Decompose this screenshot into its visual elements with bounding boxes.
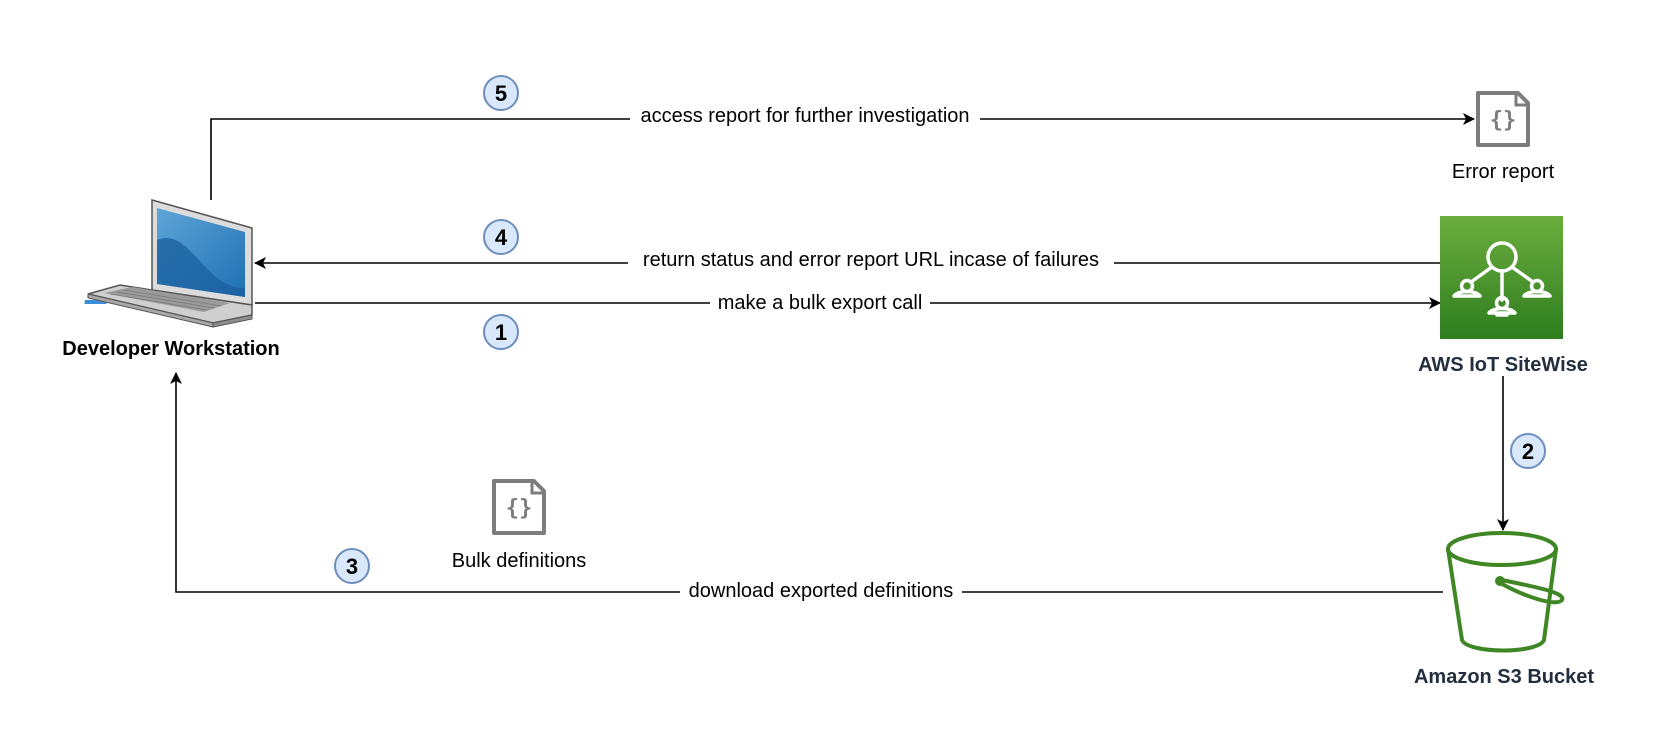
json-document-icon: {} xyxy=(492,479,546,535)
svg-text:{}: {} xyxy=(506,496,533,521)
error-report-node: {} Error report xyxy=(1452,91,1555,183)
edge-1-label: make a bulk export call xyxy=(718,292,923,314)
developer-workstation-label: Developer Workstation xyxy=(62,338,279,360)
bulk-definitions-label: Bulk definitions xyxy=(452,550,587,572)
edge-4: return status and error report URL incas… xyxy=(254,247,1440,273)
step-2-number: 2 xyxy=(1522,439,1534,464)
edge-1: make a bulk export call xyxy=(255,289,1441,315)
step-1-number: 1 xyxy=(495,320,507,345)
edge-5: access report for further investigation xyxy=(210,102,1475,200)
step-4-number: 4 xyxy=(495,225,508,250)
developer-workstation-node: Developer Workstation xyxy=(62,199,280,360)
step-2-badge: 2 xyxy=(1510,433,1546,469)
bulk-definitions-node: {} Bulk definitions xyxy=(452,479,587,572)
error-report-label: Error report xyxy=(1452,161,1555,183)
step-5-badge: 5 xyxy=(483,75,519,111)
step-3-number: 3 xyxy=(346,554,358,579)
edge-3-label: download exported definitions xyxy=(689,580,954,602)
step-4-badge: 4 xyxy=(483,219,519,255)
amazon-s3-bucket-node: Amazon S3 Bucket xyxy=(1414,531,1594,688)
svg-text:{}: {} xyxy=(1490,108,1517,133)
step-1-badge: 1 xyxy=(483,314,519,350)
laptop-icon xyxy=(84,199,253,328)
edge-3-line xyxy=(170,372,1443,593)
edge-5-line xyxy=(210,113,1475,200)
s3-bucket-icon xyxy=(1446,531,1565,653)
edge-3: download exported definitions xyxy=(170,372,1443,602)
aws-iot-sitewise-node: AWS IoT SiteWise xyxy=(1418,216,1588,376)
aws-iot-sitewise-label: AWS IoT SiteWise xyxy=(1418,354,1588,376)
json-document-icon: {} xyxy=(1476,91,1530,147)
step-5-number: 5 xyxy=(495,81,507,106)
edge-4-label: return status and error report URL incas… xyxy=(643,249,1099,271)
amazon-s3-bucket-label: Amazon S3 Bucket xyxy=(1414,666,1594,688)
step-3-badge: 3 xyxy=(334,548,370,584)
edge-5-label: access report for further investigation xyxy=(640,105,969,127)
iot-sitewise-icon xyxy=(1440,216,1563,339)
